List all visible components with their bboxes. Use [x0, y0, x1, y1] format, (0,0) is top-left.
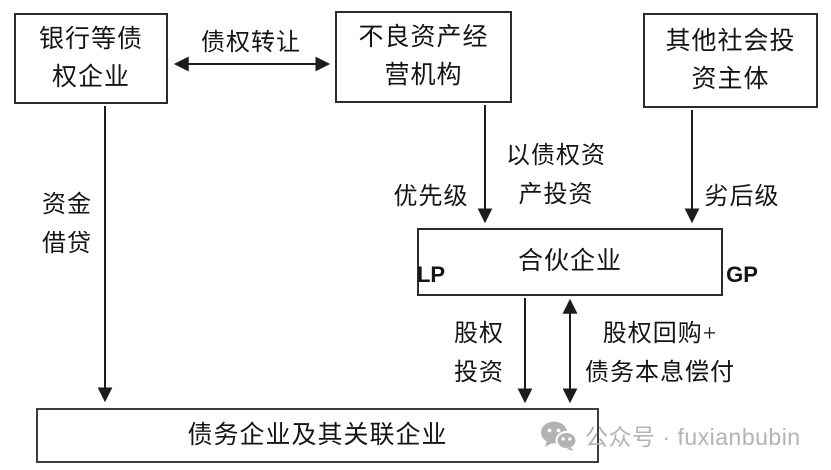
node-npa-institution: 不良资产经 营机构 — [335, 11, 512, 103]
label-senior-en: LP — [416, 262, 446, 287]
label-junior-gp: 劣后级 GP — [697, 139, 787, 332]
label-junior-en: GP — [726, 262, 758, 287]
watermark-text: 公众号 · fuxianbubin — [585, 424, 801, 450]
label-senior-cn: 优先级 — [393, 184, 469, 210]
wechat-icon — [541, 421, 577, 451]
label-equity-investment: 股权 投资 — [454, 321, 504, 386]
node-debtor-enterprises: 债务企业及其关联企业 — [36, 408, 599, 463]
label-debt-transfer: 债权转让 — [201, 30, 301, 56]
node-other-investors: 其他社会投 资主体 — [643, 13, 818, 108]
label-junior-cn: 劣后级 — [704, 184, 780, 210]
label-senior-lp: 优先级 LP — [386, 139, 476, 332]
label-buyback-repayment: 股权回购+ 债务本息偿付 — [585, 321, 735, 386]
node-partnership: 合伙企业 — [417, 228, 723, 296]
label-debt-asset-investment: 以债权资 产投资 — [506, 143, 606, 208]
node-bank-creditors: 银行等债 权企业 — [14, 13, 168, 104]
label-funding-loan: 资金 借贷 — [42, 192, 92, 257]
watermark: 公众号 · fuxianbubin — [540, 418, 801, 452]
